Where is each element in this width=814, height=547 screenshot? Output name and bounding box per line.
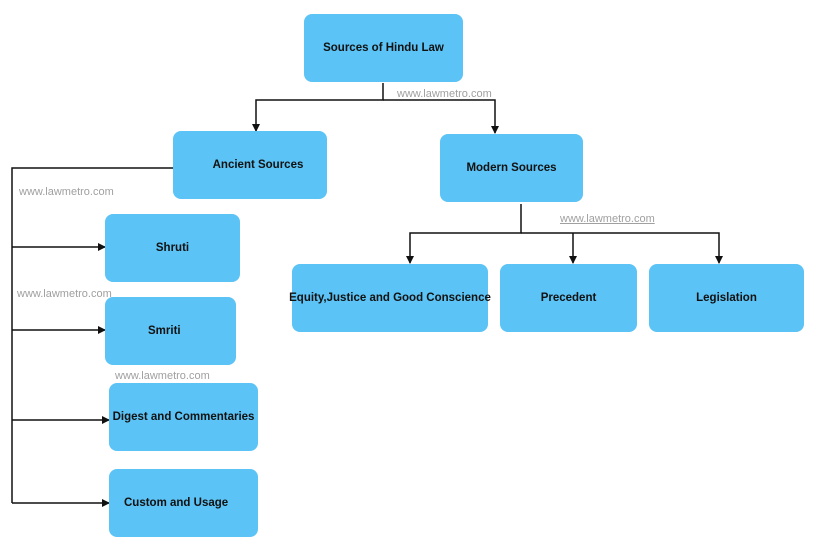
legislation-label: Legislation: [696, 292, 757, 304]
shruti-label: Shruti: [155, 242, 190, 254]
modern-sources-node: Modern Sources: [440, 134, 583, 202]
custom-usage-label: Custom and Usage: [124, 497, 229, 509]
root-to-modern-line: [383, 99, 499, 134]
equity-justice-label: Equity,Justice and Good Conscience: [289, 292, 491, 304]
modern-connector-line: [406, 204, 522, 264]
watermark-text: www.lawmetro.com: [115, 370, 210, 382]
watermark-text: www.lawmetro.com: [560, 213, 655, 225]
modern-sources-label: Modern Sources: [466, 162, 557, 174]
smriti-node: Smriti: [105, 297, 236, 365]
digest-commentaries-label: Digest and Commentaries: [112, 411, 255, 423]
legislation-node: Legislation: [649, 264, 804, 332]
precedent-node: Precedent: [500, 264, 637, 332]
root-connector-line: [252, 83, 384, 132]
watermark-text: www.lawmetro.com: [397, 88, 492, 100]
ancient-sources-node: Ancient Sources: [173, 131, 327, 199]
equity-justice-node: Equity,Justice and Good Conscience: [289, 264, 491, 332]
shruti-node: Shruti: [105, 214, 240, 282]
smriti-label: Smriti: [148, 325, 181, 337]
root-node: Sources of Hindu Law: [304, 14, 463, 82]
ancient-spine-line: [11, 167, 173, 503]
ancient-sources-label: Ancient Sources: [212, 159, 304, 171]
watermark-text: www.lawmetro.com: [19, 186, 114, 198]
branch-legislation-line: [521, 232, 723, 264]
custom-usage-node: Custom and Usage: [109, 469, 258, 537]
digest-commentaries-node: Digest and Commentaries: [109, 383, 258, 451]
root-label: Sources of Hindu Law: [323, 42, 444, 54]
watermark-text: www.lawmetro.com: [17, 288, 112, 300]
precedent-label: Precedent: [540, 292, 597, 304]
